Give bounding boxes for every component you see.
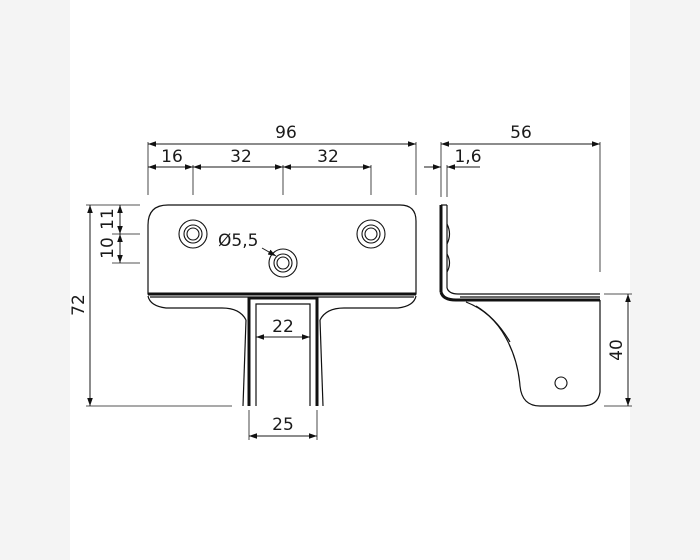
channel-flare-right	[319, 319, 324, 407]
label-10: 10	[98, 237, 118, 259]
label-32b: 32	[317, 147, 339, 167]
u-channel-inner	[255, 303, 311, 406]
channel-flare-left	[242, 319, 247, 407]
right-margin-band	[630, 0, 700, 560]
hole-leader	[261, 247, 277, 257]
u-channel-outer	[247, 296, 319, 406]
plate-bottom-curve-right	[319, 295, 417, 321]
label-25: 25	[272, 415, 294, 435]
side-leg-hole	[554, 376, 568, 390]
center-hole	[268, 248, 298, 278]
label-16: 16	[161, 147, 183, 167]
right-hole	[356, 219, 386, 249]
side-leg-inner	[475, 305, 511, 343]
label-40: 40	[607, 339, 627, 361]
side-view: 56 1,6 40	[424, 123, 632, 407]
label-72: 72	[69, 294, 89, 316]
side-leg-profile	[465, 300, 601, 407]
label-56: 56	[510, 123, 532, 143]
front-view: 96 16 32 32 Ø5,5 22 25 11 10 72	[69, 123, 417, 440]
label-11: 11	[98, 208, 118, 230]
label-hole-diameter: Ø5,5	[218, 231, 258, 251]
side-arm-top	[446, 287, 600, 295]
side-hole-boss	[446, 223, 451, 245]
left-margin-band	[0, 0, 70, 560]
side-hole-boss-2	[446, 253, 451, 273]
label-thickness: 1,6	[454, 147, 481, 167]
plate-bottom-curve	[147, 295, 247, 321]
left-hole	[178, 219, 208, 249]
label-32a: 32	[230, 147, 252, 167]
side-bend-outer	[439, 291, 600, 302]
label-22: 22	[272, 317, 294, 337]
label-96: 96	[275, 123, 297, 143]
